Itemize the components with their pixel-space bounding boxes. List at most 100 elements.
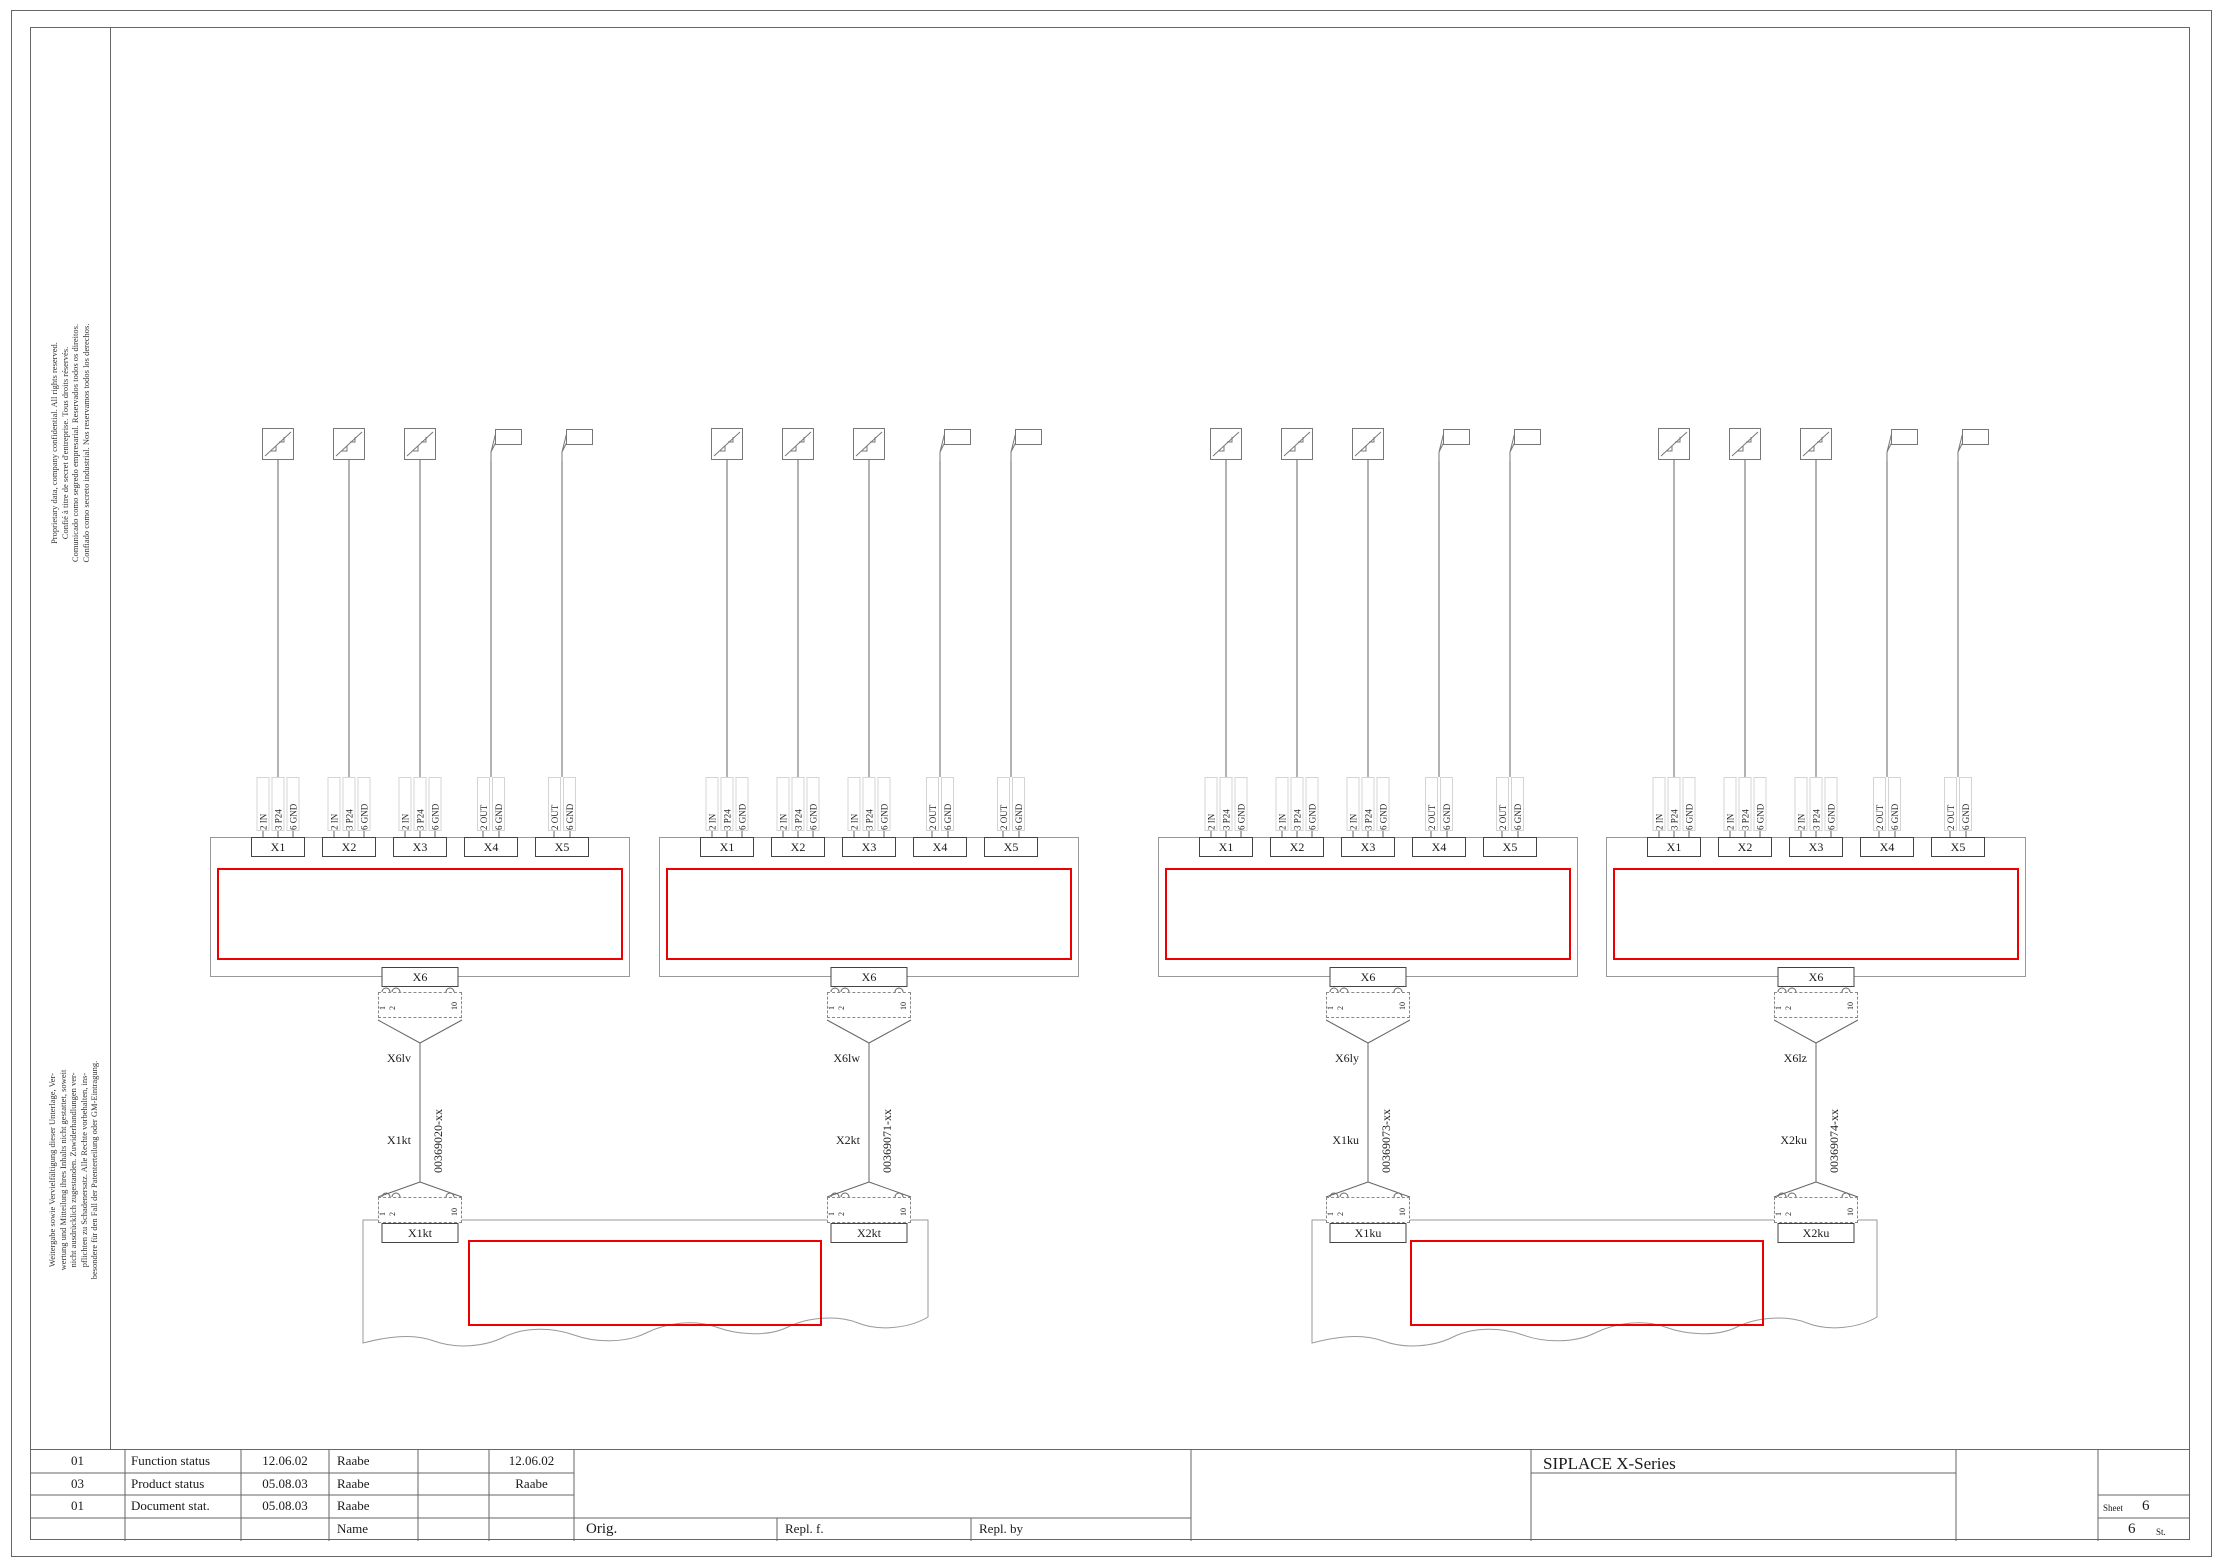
pin-label: 2 OUT [1425,777,1438,831]
pin-number: 1 [1774,1212,1783,1216]
product-title: SIPLACE X-Series [1543,1454,1676,1473]
pin-label: 3 P24 [862,777,876,831]
pin-number: 1 [827,1006,836,1010]
pin-labels: 2 OUT 6 GND [1944,777,1972,831]
pin-label: 6 GND [1012,777,1025,831]
pin-label: 6 GND [1234,777,1248,831]
pin-labels: 2 IN 3 P24 6 GND [256,777,300,831]
valve-icon [1438,429,1470,461]
connector-box: X4 [913,837,967,857]
pin-label: 3 P24 [720,777,734,831]
pin-number: 1 [378,1006,387,1010]
pin-label: 3 P24 [791,777,805,831]
inner-frame [30,27,2190,1540]
pin-label: 6 GND [806,777,820,831]
pin-label: 2 IN [327,777,341,831]
pin-labels: 2 OUT 6 GND [548,777,576,831]
pin-labels: 2 IN 3 P24 6 GND [847,777,891,831]
pin-label: 2 IN [1346,777,1360,831]
pin-label: 6 GND [1824,777,1838,831]
valve-icon [1509,429,1541,461]
cable-label-bottom: X2kt [836,1133,860,1147]
redacted-area [666,868,1072,960]
connector-box: X3 [393,837,447,857]
revision-desc: Product status [131,1476,205,1491]
proximity-sensor-icon [262,428,294,460]
cable-connector [1326,992,1410,1018]
pin-label: 3 P24 [342,777,356,831]
proximity-sensor-icon [1281,428,1313,460]
connector-box: X1 [251,837,305,857]
valve-icon [1010,429,1042,461]
connector-box: X4 [464,837,518,857]
pin-number: 10 [1846,1002,1855,1010]
pin-label: 2 OUT [548,777,561,831]
pin-number: 2 [837,1006,846,1010]
pin-label: 3 P24 [1219,777,1233,831]
pin-label: 6 GND [1376,777,1390,831]
pin-label: 6 GND [1305,777,1319,831]
copyright-notice: Weitergabe sowie Vervielfältigung dieser… [47,1044,100,1296]
sheet-number: 6 [2142,1498,2150,1514]
cable-part-number: 00369020-xx [431,1109,445,1173]
pin-label: 6 GND [941,777,954,831]
pin-labels: 2 OUT 6 GND [1873,777,1901,831]
pin-labels: 2 OUT 6 GND [926,777,954,831]
pin-number: 1 [827,1212,836,1216]
cable-label-bottom: X1kt [387,1133,411,1147]
valve-icon [939,429,971,461]
pin-label: 2 OUT [1496,777,1509,831]
pin-label: 6 GND [492,777,505,831]
pin-label: 3 P24 [1667,777,1681,831]
connector-box: X5 [1483,837,1537,857]
revision-number: 03 [71,1476,84,1491]
connector-box: X4 [1860,837,1914,857]
notice-line: pflichten zu Schadenersatz. Alle Rechte … [78,1072,89,1268]
valve-icon [490,429,522,461]
connector-box-x6: X6 [830,967,908,987]
connector-box: X2ku [1777,1223,1855,1243]
valve-icon [1886,429,1918,461]
pin-label: 2 IN [705,777,719,831]
cable-connector [378,1197,462,1223]
pin-label: 2 IN [1723,777,1737,831]
valve-icon [561,429,593,461]
proximity-sensor-icon [1210,428,1242,460]
connector-box-x6: X6 [1777,967,1855,987]
pin-labels: 2 IN 3 P24 6 GND [1723,777,1767,831]
pin-label: 6 GND [1511,777,1524,831]
connector-box: X2 [1270,837,1324,857]
redacted-area [1410,1240,1764,1326]
pin-label: 2 IN [1794,777,1808,831]
pin-labels: 2 IN 3 P24 6 GND [398,777,442,831]
revision-date: 05.08.03 [262,1498,308,1513]
cable-label-bottom: X1ku [1332,1133,1359,1147]
pin-label: 2 IN [256,777,270,831]
connector-box: X2 [322,837,376,857]
current-date: 12.06.02 [508,1453,555,1468]
pin-number: 10 [450,1002,459,1010]
pin-label: 6 GND [877,777,891,831]
connector-box: X3 [1341,837,1395,857]
pin-number: 10 [1846,1208,1855,1216]
cable-part-number: 00369074-xx [1827,1109,1841,1173]
module-outline [1606,837,2026,977]
notice-line: wertung und Mitteilung ihres Inhalts nic… [57,1069,68,1271]
pin-label: 6 GND [563,777,576,831]
pin-labels: 2 IN 3 P24 6 GND [776,777,820,831]
cable-label-top: X6lv [387,1051,411,1065]
notice-line: Confiado como secreto industrial. Nos re… [80,323,91,563]
cable-label-top: X6lz [1783,1051,1807,1065]
connector-box: X3 [842,837,896,857]
connector-box: X5 [1931,837,1985,857]
pin-label: 3 P24 [271,777,285,831]
notice-line: Confié à titre de secret d'entreprise. T… [59,346,70,540]
pin-number: 2 [1336,1006,1345,1010]
pin-label: 2 IN [398,777,412,831]
pin-label: 6 GND [1959,777,1972,831]
total-sheets-number: 6 [2128,1521,2136,1537]
connector-box: X1kt [381,1223,459,1243]
current-name: Raabe [515,1476,548,1491]
pin-number: 2 [1784,1006,1793,1010]
pin-labels: 2 OUT 6 GND [1425,777,1453,831]
